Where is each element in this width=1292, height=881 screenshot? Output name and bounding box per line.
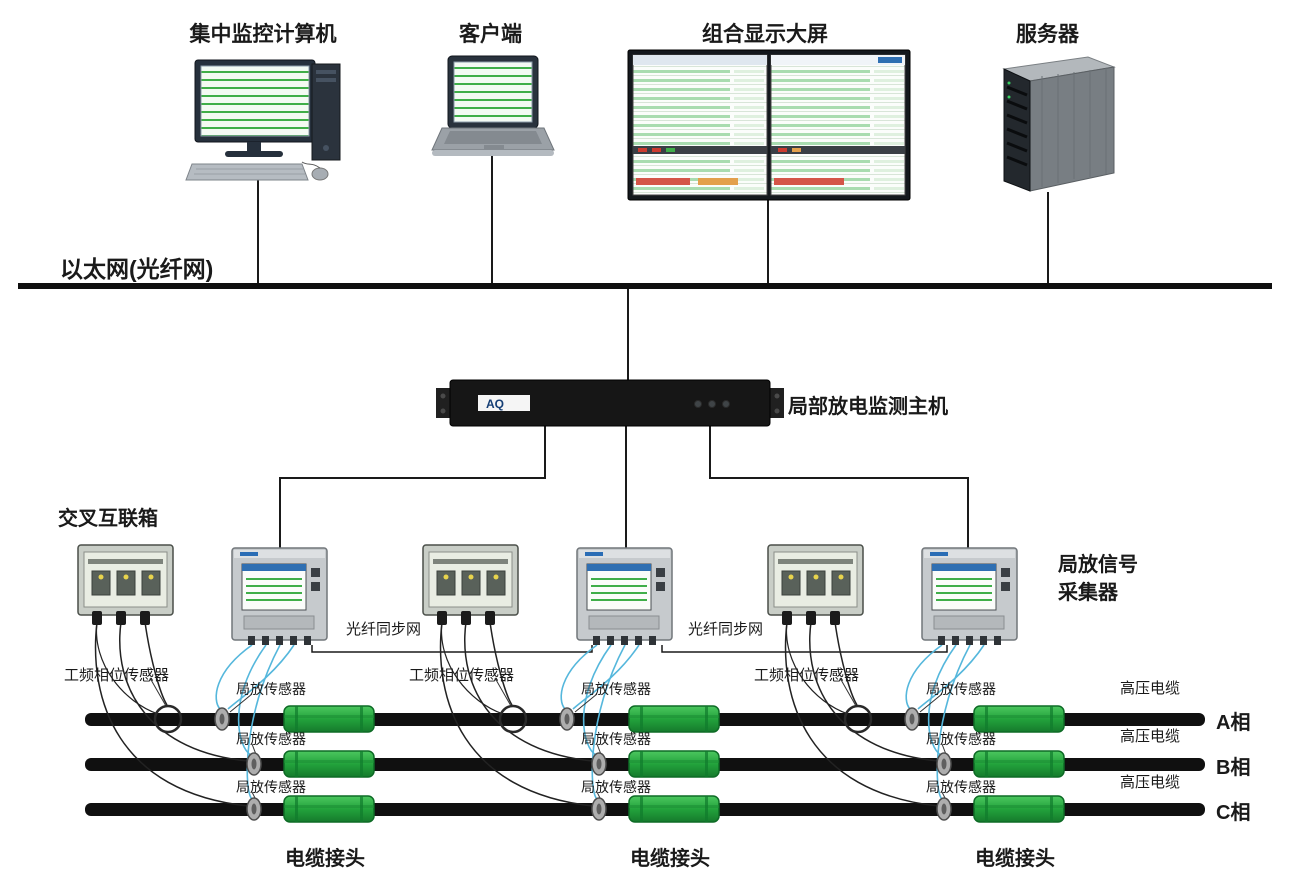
computer-screen (200, 65, 310, 137)
pd-sensor-ring (591, 752, 607, 776)
display-right-pane (770, 54, 906, 196)
label-phase-b: B相 (1216, 757, 1251, 779)
cross-bonding-box (77, 544, 174, 626)
label-pd-sensor: 局放传感器 (236, 731, 306, 747)
label-pd-sensor: 局放传感器 (236, 681, 306, 697)
label-hv-cable-c: 高压电缆 (1120, 774, 1181, 791)
display-wall (627, 49, 911, 201)
pd-sensor-ring (559, 707, 575, 731)
pd-sensor-ring (591, 797, 607, 821)
label-collector-line1: 局放信号 (1058, 554, 1138, 576)
label-phase-sensor-2: 工频相位传感器 (409, 667, 515, 684)
label-cable-joint-3: 电缆接头 (975, 848, 1055, 870)
label-ethernet-bus: 以太网(光纤网) (60, 256, 214, 282)
pd-sensor-ring (904, 707, 920, 731)
cross-bonding-box (422, 544, 519, 626)
host-collector-links (279, 426, 969, 548)
cross-bonding-box (767, 544, 864, 626)
label-cable-joint-2: 电缆接头 (630, 848, 710, 870)
server-tower (1002, 56, 1116, 192)
pd-sensor-ring (936, 797, 952, 821)
pd-signal-collector (231, 547, 328, 646)
label-phase-c: C相 (1216, 802, 1251, 824)
cable-joint (973, 795, 1065, 823)
label-pd-sensor: 局放传感器 (581, 731, 651, 747)
cable-joint (283, 750, 375, 778)
laptop-keyboard (444, 131, 542, 144)
label-fiber-sync-1: 光纤同步网 (346, 621, 422, 638)
laptop-screen (453, 61, 533, 123)
display-left-pane (632, 54, 768, 196)
label-server: 服务器 (1016, 23, 1079, 46)
label-pd-sensor: 局放传感器 (926, 779, 996, 795)
fiber-sync-links (311, 645, 948, 653)
cable-joint (628, 750, 720, 778)
host-logo (478, 395, 530, 411)
pd-signal-collector (921, 547, 1018, 646)
pd-sensor-ring (214, 707, 230, 731)
label-pd-sensor: 局放传感器 (581, 779, 651, 795)
label-fiber-sync-2: 光纤同步网 (688, 621, 764, 638)
label-phase-a: A相 (1216, 712, 1251, 734)
ethernet-bus-line (18, 283, 1272, 289)
client-laptop (431, 55, 555, 156)
pd-sensor-ring (246, 752, 262, 776)
device-bus-links (257, 156, 1049, 380)
label-phase-sensor-1: 工频相位传感器 (64, 667, 170, 684)
pd-monitoring-host: AQ (436, 379, 784, 427)
label-display-wall: 组合显示大屏 (702, 23, 828, 46)
monitoring-computer (185, 59, 341, 181)
label-collector-line2: 采集器 (1058, 582, 1118, 604)
computer-keyboard (185, 163, 309, 181)
label-hv-cable-a: 高压电缆 (1120, 680, 1181, 697)
label-monitoring-computer: 集中监控计算机 (189, 23, 337, 46)
label-pd-host: 局部放电监测主机 (788, 396, 948, 418)
label-pd-sensor: 局放传感器 (581, 681, 651, 697)
label-phase-sensor-3: 工频相位传感器 (754, 667, 860, 684)
pd-sensor-ring (246, 797, 262, 821)
label-hv-cable-b: 高压电缆 (1120, 728, 1181, 745)
label-pd-sensor: 局放传感器 (926, 681, 996, 697)
cable-joint (973, 750, 1065, 778)
cable-joint (283, 795, 375, 823)
label-pd-sensor: 局放传感器 (926, 731, 996, 747)
label-cable-joint-1: 电缆接头 (285, 848, 365, 870)
computer-mouse (311, 167, 329, 181)
cable-joint (628, 795, 720, 823)
label-cross-bonding-box: 交叉互联箱 (58, 508, 158, 530)
svg-text:AQ: AQ (486, 397, 504, 411)
pd-signal-collector (576, 547, 673, 646)
label-client: 客户端 (459, 23, 522, 46)
pd-sensor-ring (936, 752, 952, 776)
label-pd-sensor: 局放传感器 (236, 779, 306, 795)
